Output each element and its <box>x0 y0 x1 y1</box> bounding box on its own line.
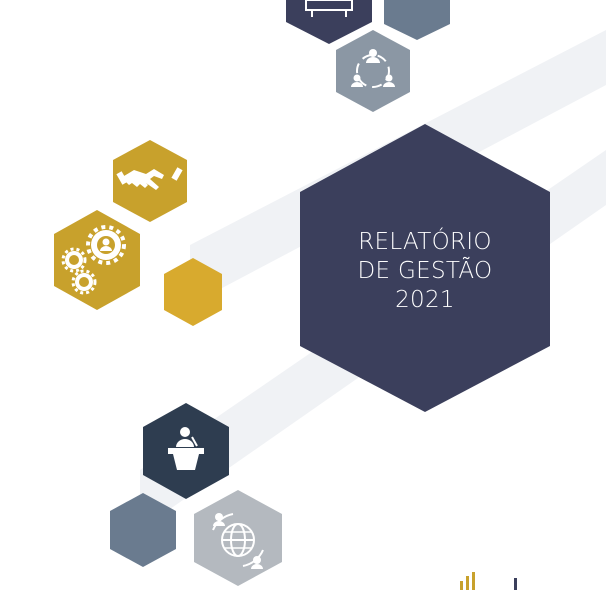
speaker-podium-icon <box>168 427 204 470</box>
title-hexagon <box>300 124 550 412</box>
title-line-2: DE GESTÃO <box>357 258 493 284</box>
gears-people-icon <box>61 225 126 295</box>
network-people-icon <box>351 49 395 88</box>
hex-slate-bottom <box>110 493 176 567</box>
handshake-icon <box>116 167 183 190</box>
hex-network <box>336 30 410 112</box>
hex-globe <box>194 490 282 586</box>
hex-speaker <box>143 403 229 499</box>
logo-bars-icon <box>460 572 517 590</box>
globe-network-icon <box>212 513 264 569</box>
hex-gears <box>54 210 140 310</box>
hex-meeting <box>286 0 372 44</box>
hex-handshake <box>113 140 187 222</box>
title-line-1: RELATÓRIO <box>358 229 492 255</box>
hex-gold-small <box>164 258 222 326</box>
meeting-table-icon <box>305 0 353 17</box>
hex-slate-top <box>384 0 450 40</box>
report-title: RELATÓRIO DE GESTÃO 2021 <box>300 228 550 315</box>
title-year: 2021 <box>395 287 455 313</box>
